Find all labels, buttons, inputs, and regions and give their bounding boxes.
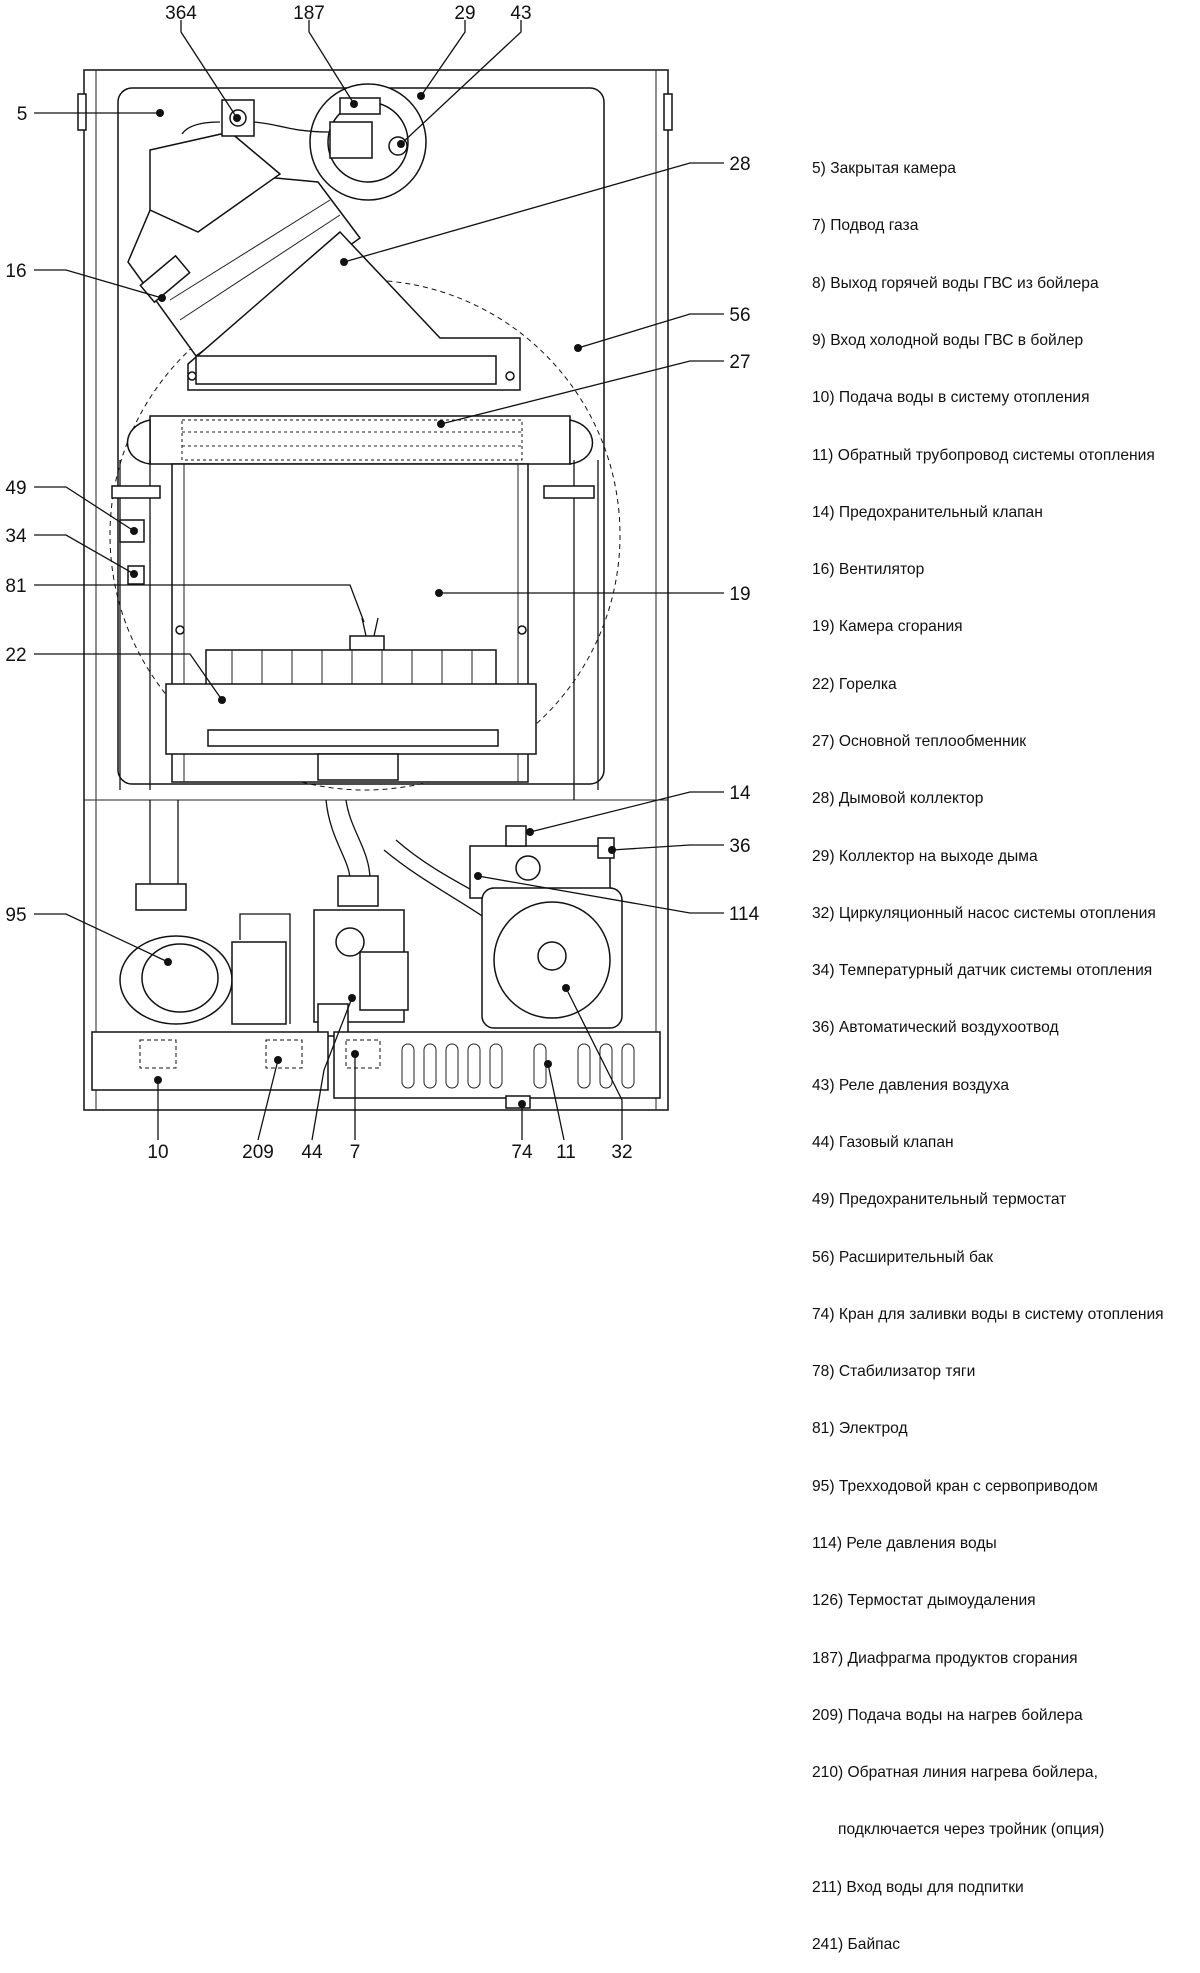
legend-item: 44) Газовый клапан: [812, 1133, 954, 1151]
callout-43: 43: [510, 3, 531, 24]
legend-item: 211) Вход воды для подпитки: [812, 1878, 1024, 1896]
legend-item: 56) Расширительный бак: [812, 1248, 994, 1266]
callout-11: 11: [556, 1142, 576, 1162]
callout-56: 56: [729, 305, 750, 326]
legend-item: 8) Выход горячей воды ГВС из бойлера: [812, 274, 1099, 292]
legend-item: 19) Камера сгорания: [812, 618, 963, 636]
callout-187: 187: [293, 3, 325, 24]
legend-item: 5) Закрытая камера: [812, 160, 956, 178]
legend-item: 34) Температурный датчик системы отоплен…: [812, 962, 1153, 980]
circulation-pump: [481, 887, 623, 1029]
legend-item: 32) Циркуляционный насос системы отоплен…: [812, 904, 1156, 922]
electrode: [349, 617, 385, 651]
boiler-diagram: 364 187 29 43 5 28 16 56 27 49 34 81 19 …: [5, 3, 759, 1162]
callout-14: 14: [729, 783, 751, 804]
legend-item: 22) Горелка: [812, 675, 897, 693]
legend-item: 7) Подвод газа: [812, 217, 919, 235]
callout-28: 28: [729, 154, 750, 175]
legend-item: 95) Трехходовой кран с сервоприводом: [812, 1477, 1098, 1495]
bottom-manifold: [91, 1031, 661, 1109]
parts-legend: 5) Закрытая камера 7) Подвод газа 8) Вых…: [812, 121, 1197, 1973]
leader-lines: [34, 20, 724, 1141]
callout-5: 5: [17, 104, 28, 125]
callout-34: 34: [5, 526, 27, 547]
callout-114: 114: [729, 904, 760, 925]
legend-item: 36) Автоматический воздухоотвод: [812, 1019, 1059, 1037]
legend-item: 187) Диафрагма продуктов сгорания: [812, 1649, 1078, 1667]
callout-364: 364: [165, 3, 197, 24]
callout-27: 27: [729, 352, 750, 373]
callout-10: 10: [147, 1142, 168, 1162]
legend-item: 209) Подача воды на нагрев бойлера: [812, 1706, 1083, 1724]
legend-item: 126) Термостат дымоудаления: [812, 1592, 1036, 1610]
callout-7: 7: [350, 1142, 361, 1162]
legend-item: 27) Основной теплообменник: [812, 733, 1027, 750]
leader-dots: [130, 92, 616, 1108]
callout-74: 74: [511, 1142, 533, 1162]
legend-item: 74) Кран для заливки воды в систему отоп…: [812, 1305, 1164, 1323]
callout-22: 22: [5, 645, 26, 666]
callout-32: 32: [611, 1142, 632, 1162]
legend-item: подключается через тройник (опция): [812, 1821, 1105, 1839]
three-way-valve: [119, 800, 291, 1025]
callout-labels: 364 187 29 43 5 28 16 56 27 49 34 81 19 …: [5, 3, 759, 1162]
legend-item: 210) Обратная линия нагрева бойлера,: [812, 1764, 1098, 1782]
legend-item: 49) Предохранительный термостат: [812, 1191, 1067, 1209]
callout-49: 49: [5, 478, 26, 499]
burner: [165, 649, 537, 781]
legend-item: 14) Предохранительный клапан: [812, 503, 1043, 521]
callout-36: 36: [729, 836, 750, 857]
legend-item: 29) Коллектор на выходе дыма: [812, 847, 1038, 865]
smoke-collector: [187, 230, 521, 391]
callout-16: 16: [5, 261, 26, 282]
legend-item: 9) Вход холодной воды ГВС в бойлер: [812, 332, 1084, 350]
callout-81: 81: [5, 576, 26, 597]
legend-item: 114) Реле давления воды: [812, 1534, 997, 1552]
legend-item: 78) Стабилизатор тяги: [812, 1363, 976, 1381]
legend-item: 11) Обратный трубопровод системы отоплен…: [812, 446, 1155, 464]
callout-209: 209: [242, 1142, 274, 1162]
legend-item: 43) Реле давления воздуха: [812, 1076, 1010, 1094]
callout-19: 19: [729, 584, 750, 605]
gas-valve: [313, 909, 409, 1037]
fan-assembly: [127, 131, 362, 358]
callout-29: 29: [454, 3, 475, 24]
main-heat-exchanger: [126, 415, 594, 465]
legend-item: 10) Подача воды в систему отопления: [812, 389, 1090, 407]
legend-item: 81) Электрод: [812, 1420, 908, 1438]
callout-44: 44: [301, 1142, 323, 1162]
legend-item: 16) Вентилятор: [812, 561, 925, 579]
legend-item: 28) Дымовой коллектор: [812, 790, 984, 808]
callout-95: 95: [5, 905, 26, 926]
legend-item: 241) Байпас: [812, 1935, 901, 1953]
